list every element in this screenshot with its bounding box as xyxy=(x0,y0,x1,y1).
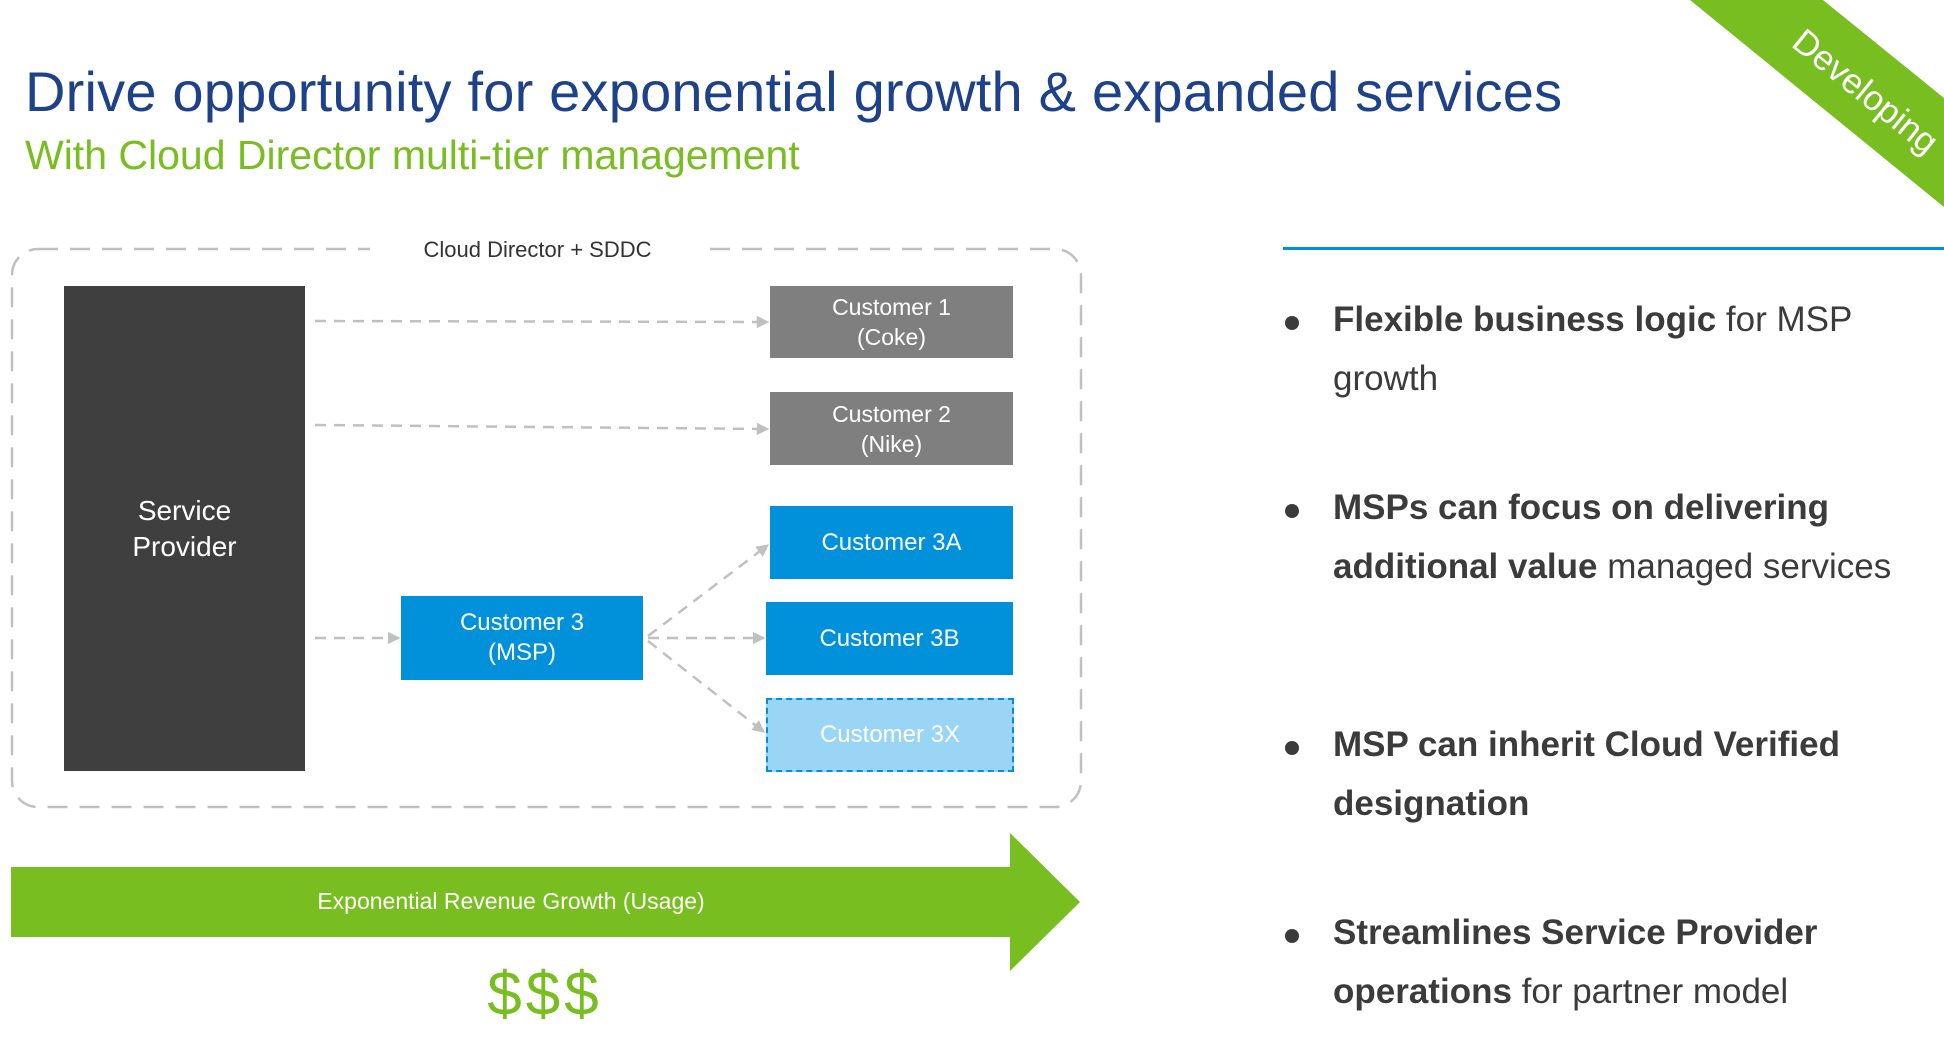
customer-3a-box: Customer 3A xyxy=(770,506,1013,579)
connector-msp-customer-3a xyxy=(647,544,769,637)
section-divider xyxy=(1283,247,1944,250)
bullet-bold: MSP can inherit Cloud Verified designati… xyxy=(1333,725,1840,823)
bullet-rest: for MSP growth xyxy=(1333,300,1852,398)
growth-arrow xyxy=(11,833,1080,971)
bullet-bold: Streamlines Service Provider operations xyxy=(1333,913,1818,1011)
frame-label: Cloud Director + SDDC xyxy=(370,236,705,264)
bullet-dot-icon xyxy=(1285,316,1299,330)
customer-sublabel: (Coke) xyxy=(856,324,926,350)
customer-2-box: Customer 2 (Nike) xyxy=(770,392,1013,465)
bullet-item: Flexible business logic for MSP growth xyxy=(1283,290,1933,408)
bullet-item: MSP can inherit Cloud Verified designati… xyxy=(1283,715,1933,833)
bullet-bold: Flexible business logic xyxy=(1333,300,1717,339)
customer-label: Customer 3B xyxy=(819,624,960,652)
sddc-frame xyxy=(10,247,1083,809)
customer-3x-box: Customer 3X xyxy=(766,698,1014,772)
provider-label-line2: Provider xyxy=(132,530,237,562)
connector-provider-customer-1 xyxy=(314,315,770,329)
slide-subtitle: With Cloud Director multi-tier managemen… xyxy=(25,132,800,178)
customer-1-box: Customer 1 (Coke) xyxy=(770,286,1013,358)
bullet-rest: managed services xyxy=(1597,547,1892,586)
connector-msp-customer-3x xyxy=(647,640,765,733)
customer-sublabel: (Nike) xyxy=(860,430,923,457)
bullet-dot-icon xyxy=(1285,929,1299,943)
bullet-dot-icon xyxy=(1285,741,1299,755)
bullet-dot-icon xyxy=(1285,504,1299,518)
customer-label: Customer 3X xyxy=(819,721,961,748)
provider-label-line1: Service xyxy=(137,494,232,526)
customer-label: Customer 2 xyxy=(832,400,951,427)
customer-label: Customer 1 xyxy=(832,294,951,320)
customer-3b-box: Customer 3B xyxy=(766,602,1013,675)
bullet-bold: MSPs can focus on delivering additional … xyxy=(1333,488,1829,586)
bullet-rest: for partner model xyxy=(1511,972,1789,1011)
bullet-item: Streamlines Service Provider operations … xyxy=(1283,903,1933,1021)
service-provider-block: Service Provider xyxy=(64,286,305,771)
bullet-item: MSPs can focus on delivering additional … xyxy=(1283,478,1933,596)
slide-title: Drive opportunity for exponential growth… xyxy=(25,60,1563,123)
customer-label: Customer 3 xyxy=(459,609,585,636)
customer-label: Customer 3A xyxy=(821,528,962,556)
growth-arrow-label: Exponential Revenue Growth (Usage) xyxy=(317,888,705,914)
customer-sublabel: (MSP) xyxy=(488,639,556,666)
customer-3-msp-box: Customer 3 (MSP) xyxy=(401,596,643,680)
connector-provider-customer-2 xyxy=(314,422,770,436)
revenue-dollars: $$$ xyxy=(487,960,603,1029)
